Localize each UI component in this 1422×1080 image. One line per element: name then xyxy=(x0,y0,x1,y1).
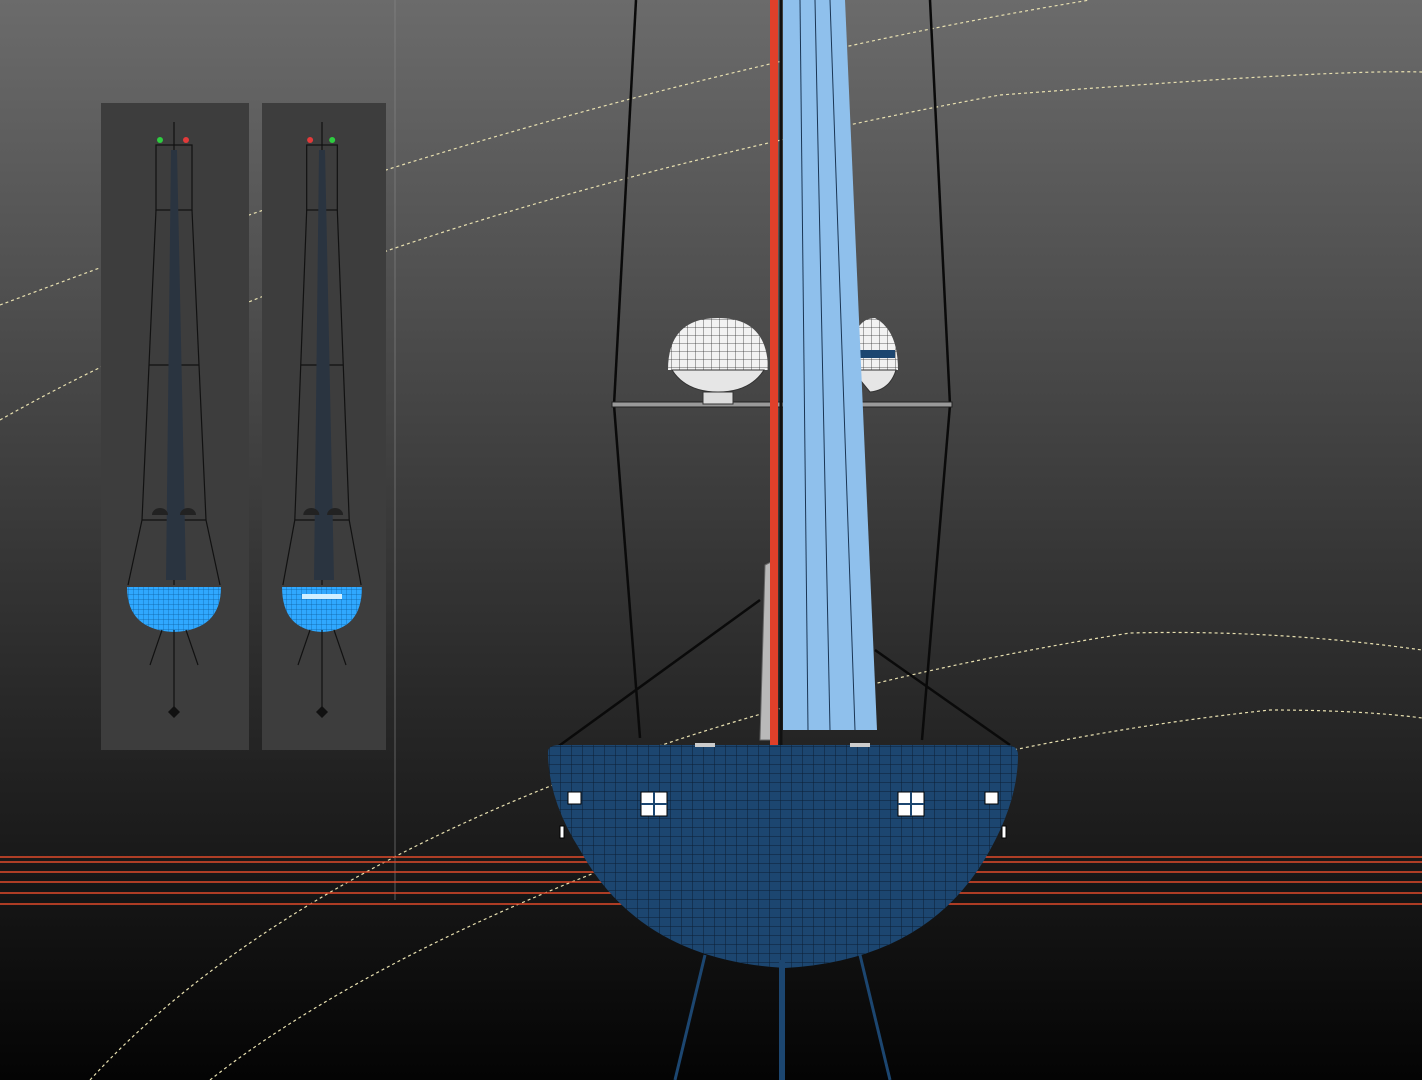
radar-dome-left xyxy=(668,318,768,405)
nav-light-icon xyxy=(329,137,336,143)
sail xyxy=(783,0,877,731)
keel-legs xyxy=(673,954,892,1080)
thumbnail-boat xyxy=(282,122,362,718)
deck-fittings xyxy=(695,743,870,747)
nav-light-icon xyxy=(157,137,163,143)
mast xyxy=(770,0,778,748)
shrouds xyxy=(555,0,1011,750)
radar-dome-right xyxy=(850,318,898,393)
thumbnail-front-view[interactable] xyxy=(101,103,249,750)
guide-curve xyxy=(0,71,1422,421)
guide-curve xyxy=(0,0,1091,306)
thumbnail-boat xyxy=(127,122,221,718)
nav-light-icon xyxy=(183,137,189,143)
portholes xyxy=(559,791,1007,839)
thumbnail-back-view[interactable] xyxy=(262,103,386,750)
nav-light-icon xyxy=(307,137,314,143)
radar-domes xyxy=(152,508,196,515)
radar-domes xyxy=(303,508,344,515)
guide-curve xyxy=(209,709,1422,1080)
guide-curve xyxy=(89,631,1422,1080)
